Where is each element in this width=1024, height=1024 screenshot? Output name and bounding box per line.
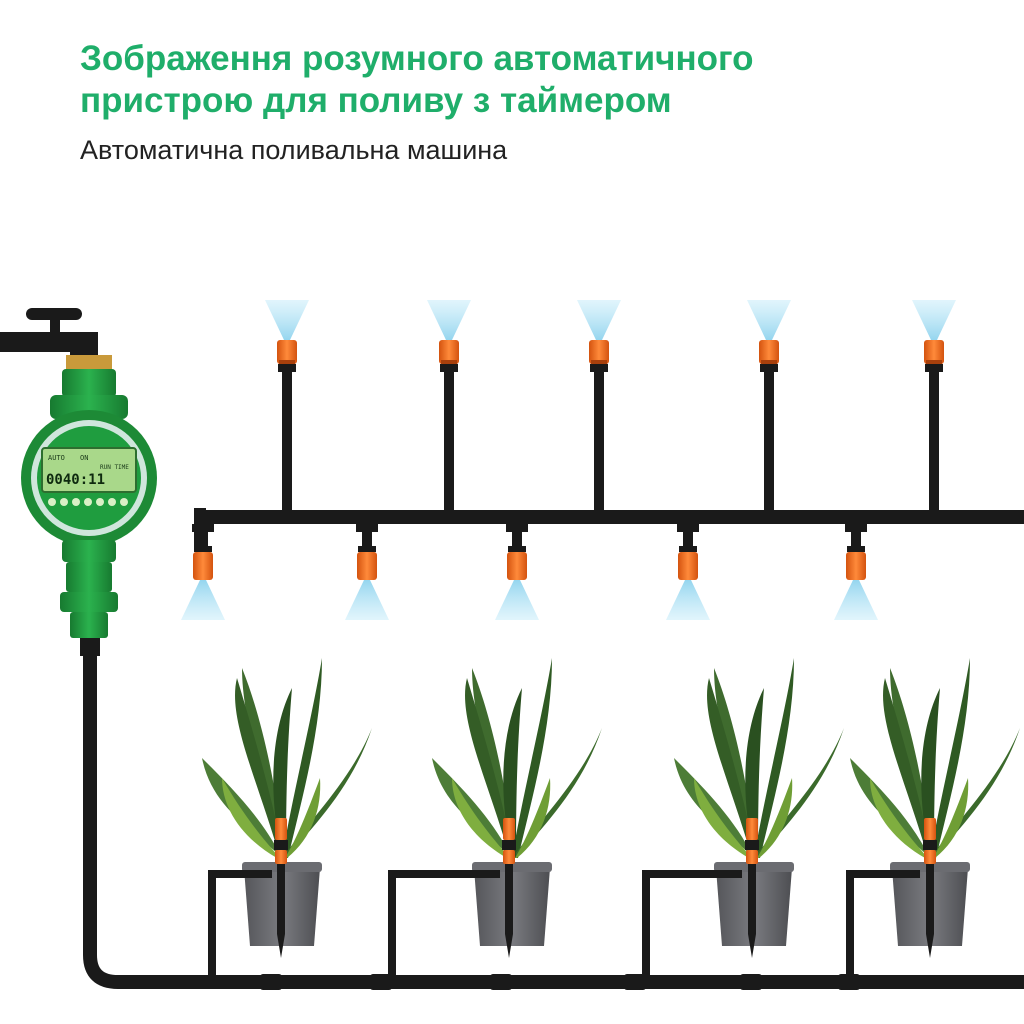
lcd-mode-right: ON [80, 454, 88, 462]
page-subtitle: Автоматична поливальна машина [80, 135, 508, 165]
potted-plant-icon [202, 658, 1020, 990]
page-title: Зображення розумного автоматичного прист… [80, 38, 980, 122]
sprinkler-nozzle-icon [265, 300, 956, 510]
water-tap-icon [0, 308, 98, 362]
lcd-run-time-label: RUN TIME [100, 464, 129, 471]
title-line-2: пристрою для поливу з таймером [80, 81, 672, 120]
lcd-time-readout: 0040:11 [46, 472, 105, 488]
timer-buttons[interactable] [48, 498, 128, 506]
lcd-mode-left: AUTO [48, 454, 65, 462]
sprinkler-nozzle-down-icons [181, 524, 878, 620]
title-line-1: Зображення розумного автоматичного [80, 39, 754, 78]
main-distribution-pipe [198, 510, 1024, 524]
timer-device-icon: AUTO ON RUN TIME 0040:11 [21, 355, 157, 656]
